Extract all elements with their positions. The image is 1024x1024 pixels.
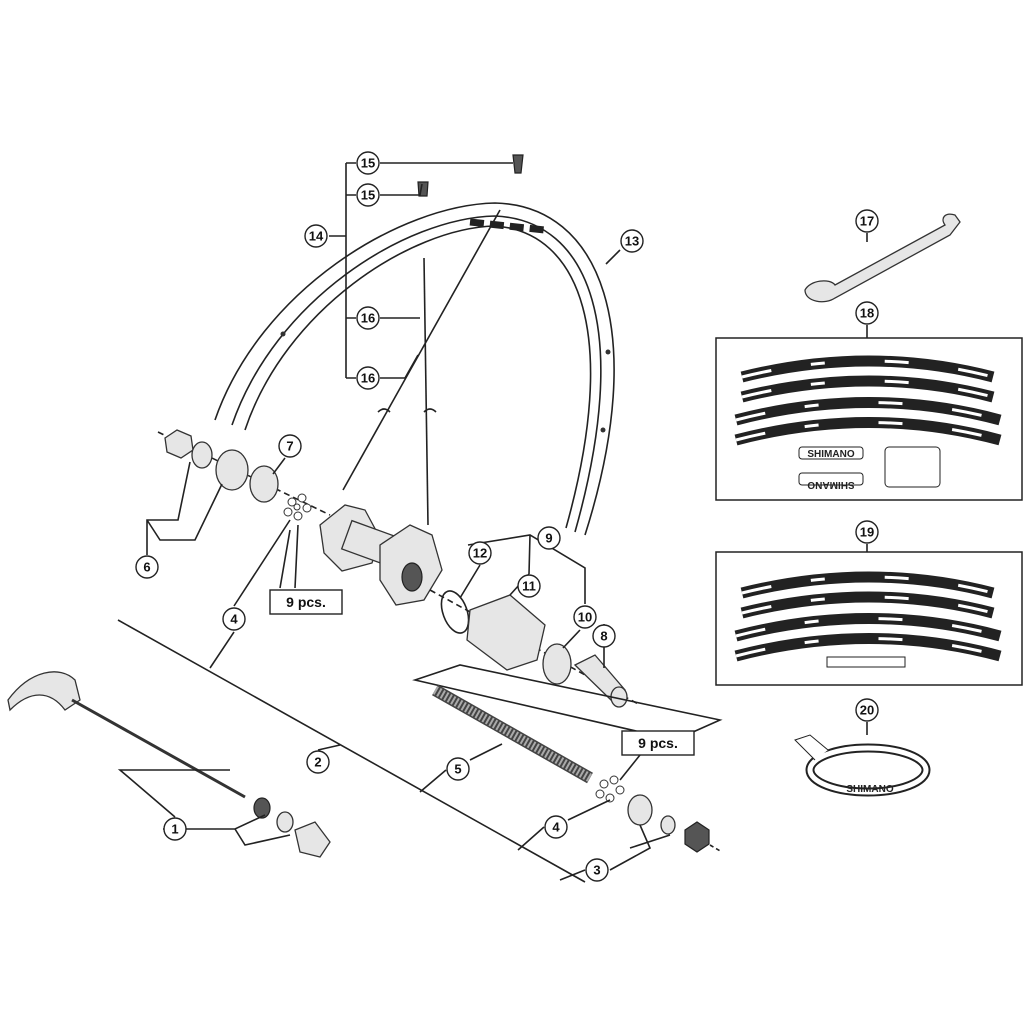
left-bearing-parts — [157, 429, 331, 521]
svg-text:17: 17 — [860, 214, 874, 229]
svg-text:11: 11 — [522, 579, 536, 594]
leader-lines — [117, 162, 868, 883]
svg-text:5: 5 — [454, 762, 461, 777]
callout-18: 18 — [855, 301, 879, 325]
rim-tape-logo-text: SHIMANO — [846, 784, 893, 795]
callout-4-right: 4 — [544, 815, 568, 839]
quantity-note-text: 9 pcs. — [638, 735, 678, 751]
svg-text:3: 3 — [593, 863, 600, 878]
quick-release-skewer — [7, 671, 331, 858]
callout-8: 8 — [592, 624, 616, 648]
svg-text:13: 13 — [625, 234, 639, 249]
callout-14: 14 — [304, 224, 328, 248]
svg-text:12: 12 — [473, 546, 487, 561]
svg-text:4: 4 — [552, 820, 560, 835]
svg-text:16: 16 — [361, 311, 375, 326]
svg-text:15: 15 — [361, 188, 375, 203]
callout-16-bottom: 16 — [356, 366, 380, 390]
callout-7: 7 — [278, 434, 302, 458]
callout-9: 9 — [537, 526, 561, 550]
svg-text:8: 8 — [600, 629, 607, 644]
decal-set-19 — [715, 551, 1023, 686]
spokes — [342, 154, 524, 526]
svg-text:18: 18 — [860, 306, 874, 321]
callout-2: 2 — [306, 750, 330, 774]
hub-body — [319, 504, 443, 606]
callout-13: 13 — [620, 229, 644, 253]
callout-11: 11 — [517, 574, 541, 598]
svg-text:4: 4 — [230, 612, 238, 627]
callout-1: 1 — [163, 817, 187, 841]
callout-20: 20 — [855, 698, 879, 722]
rim — [214, 202, 615, 536]
svg-text:14: 14 — [309, 229, 324, 244]
decal-set-18: SHIMANO SHIMANO — [715, 337, 1023, 501]
decal-logo-mirrored-text: SHIMANO — [807, 479, 854, 490]
callout-12: 12 — [468, 541, 492, 565]
callout-19: 19 — [855, 520, 879, 544]
svg-text:20: 20 — [860, 703, 874, 718]
callout-4-left: 4 — [222, 607, 246, 631]
quantity-note-right: 9 pcs. — [621, 730, 695, 756]
svg-text:2: 2 — [314, 755, 321, 770]
callout-5: 5 — [446, 757, 470, 781]
callout-15-bottom: 15 — [356, 183, 380, 207]
svg-text:15: 15 — [361, 156, 375, 171]
callout-17: 17 — [855, 209, 879, 233]
svg-text:16: 16 — [361, 371, 375, 386]
callout-6: 6 — [135, 555, 159, 579]
freehub-parts — [412, 589, 723, 741]
svg-text:7: 7 — [286, 439, 293, 454]
svg-text:6: 6 — [143, 560, 150, 575]
rim-tape: SHIMANO — [794, 734, 931, 797]
svg-text:9: 9 — [545, 531, 552, 546]
quantity-note-left: 9 pcs. — [269, 589, 343, 615]
spoke-wrench — [804, 213, 961, 303]
callout-16-top: 16 — [356, 306, 380, 330]
callout-3: 3 — [585, 858, 609, 882]
callout-15-top: 15 — [356, 151, 380, 175]
axle-and-right-parts — [432, 684, 723, 853]
callout-10: 10 — [573, 605, 597, 629]
svg-text:10: 10 — [578, 610, 592, 625]
quantity-note-text: 9 pcs. — [286, 594, 326, 610]
svg-text:1: 1 — [171, 822, 178, 837]
svg-text:19: 19 — [860, 525, 874, 540]
decal-logo-text: SHIMANO — [807, 449, 854, 460]
